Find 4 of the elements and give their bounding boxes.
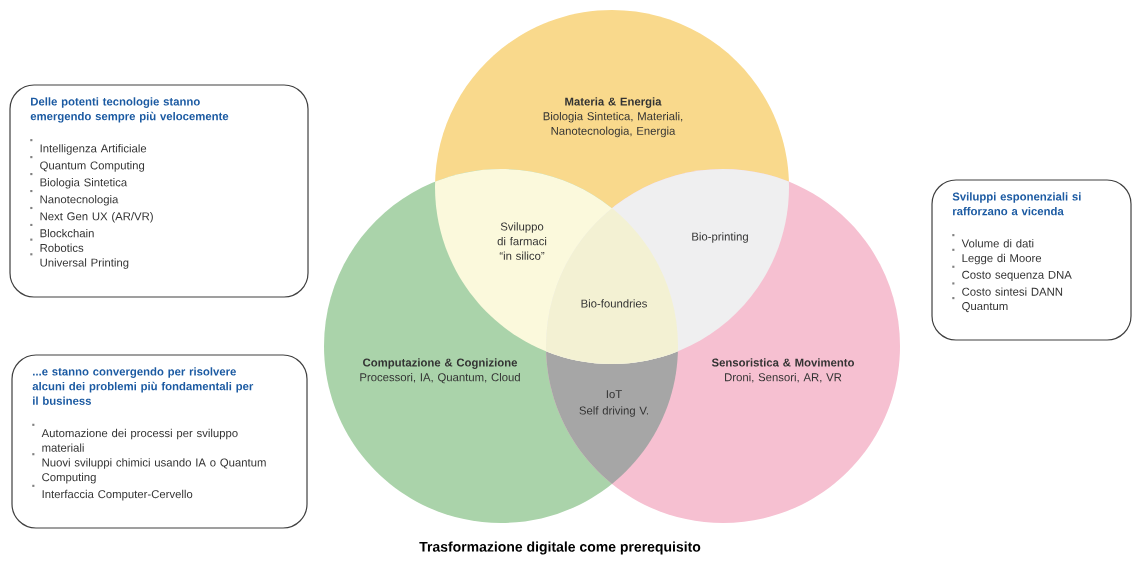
text-box: Sviluppi esponenziali si rafforzano a vicenda Volume di dati Legge di Moore Costo sequenza DNA Costo sintesi DANN Quantum bbox=[931, 179, 1132, 341]
text-box: ...e stanno convergendo per risolvere alcuni dei problemi più fondamentali per il business Automazione dei processi per sviluppo materiali Nuovi sviluppi chimici usando IA o Quantum Computing Interfaccia Computer-Cervello bbox=[11, 354, 308, 529]
caption: Trasformazione digitale come prerequisito bbox=[419, 541, 701, 555]
text-box: Delle potenti tecnologie stanno emergendo sempre più velocemente Intelligenza Artificiale Quantum Computing Biologia Sintetica Nanotecnologia Next Gen UX (AR/VR) Blockchain Robotics Universal Printing bbox=[9, 84, 309, 298]
